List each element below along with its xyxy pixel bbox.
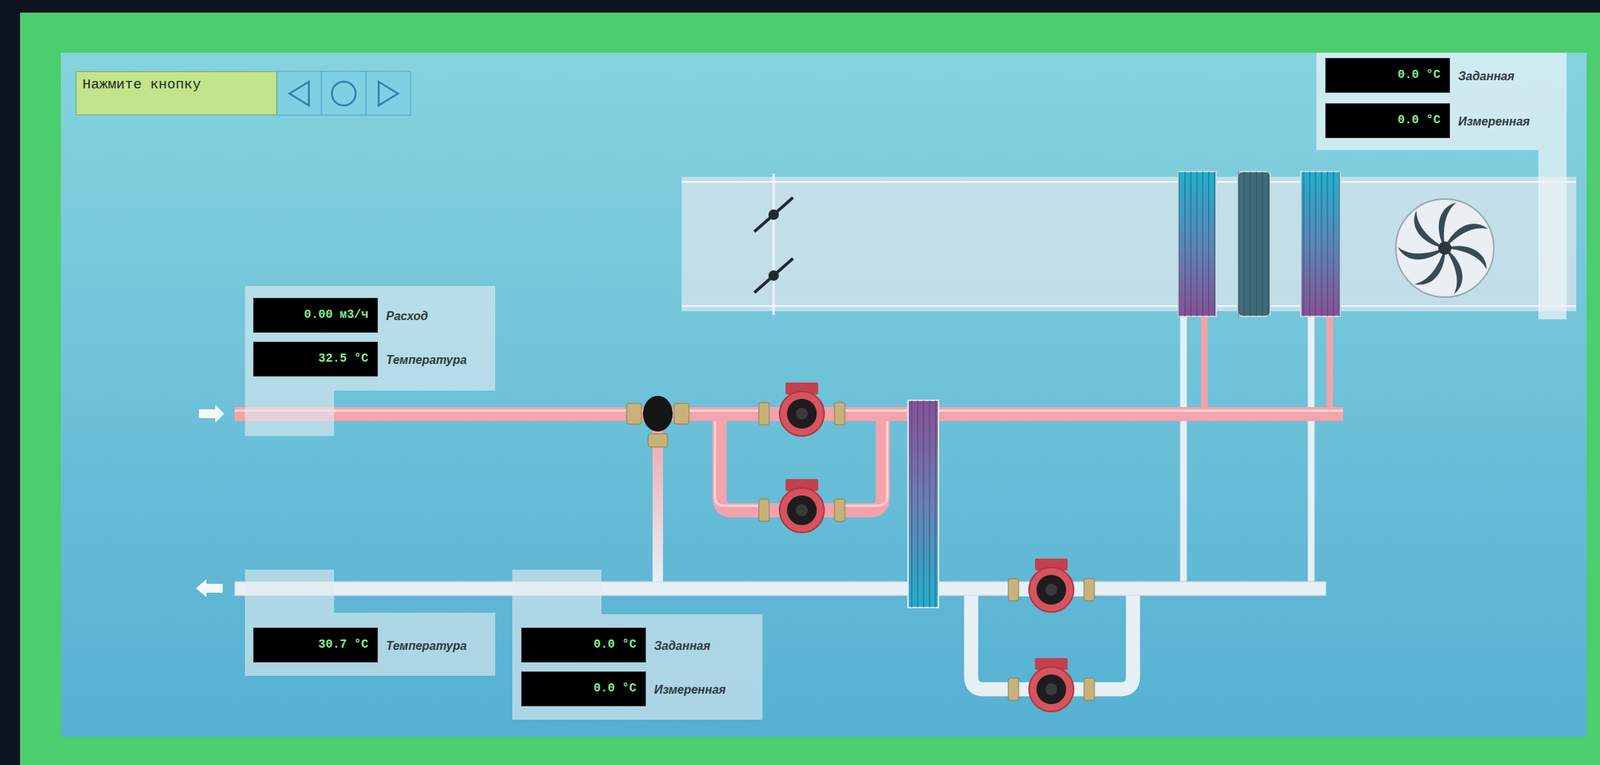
readout-value: 0.00 м3/ч [253,298,378,332]
supply-fan [1395,198,1494,297]
readout-value: 0.0 °C [1326,103,1450,138]
three-way-valve [626,403,642,424]
nav-buttons [276,71,411,116]
readout-panel [245,285,763,720]
readout-panel [512,569,602,615]
readout-value: 0.0 °C [521,671,646,706]
return-pipe [234,581,1327,596]
air-duct [681,52,1577,320]
circulation-pump [758,382,845,436]
readout-label: Измеренная [1458,103,1531,139]
readout-value: 32.5 °C [253,342,378,376]
plate-heat-exchanger [908,400,939,608]
three-way-valve [648,433,668,447]
three-way-valve [626,395,690,582]
air-duct [681,305,1577,307]
heating-coil [1300,171,1341,317]
readout-label: Температура [386,628,468,664]
air-damper [754,173,793,315]
status-message: Нажмите кнопку [76,72,277,98]
readout-panel [245,612,496,676]
supply-fan [1395,229,1445,270]
air-filter [1237,171,1271,317]
heating-coil [1300,171,1341,317]
air-damper [768,270,779,281]
readout-label: Заданная [1458,58,1515,94]
air-damper [768,209,779,220]
supply-fan [1444,223,1488,248]
supply-fan [1425,198,1472,248]
supply-fan [1395,198,1494,297]
heating-coil [1178,171,1217,317]
nav-buttons [378,81,398,106]
air-filter [1237,171,1271,317]
coil-pipes [1326,316,1334,414]
readout-value: 0.0 °C [521,628,646,662]
readout-label: Расход [386,298,428,334]
value-display: 0.0 °CЗаданная [1325,57,1451,93]
readout-label: Измеренная [654,671,727,707]
message-box: Нажмите кнопку [75,71,277,116]
circulation-pump [1008,558,1095,612]
readout-panel [245,285,496,391]
air-duct [681,181,1577,183]
readout-panel [512,614,763,720]
return-pipe [196,579,223,597]
air-damper [754,258,793,293]
nav-buttons [331,81,356,106]
heating-coil [1178,171,1217,317]
readout-label: Заданная [654,628,711,664]
readout-label: Температура [386,342,468,378]
circulation-pump [1008,657,1095,712]
nav-buttons [289,81,309,106]
value-display: 32.5 °CТемпература [253,341,378,377]
value-display: 0.0 °CЗаданная [521,627,646,663]
supply-fan [1438,241,1452,255]
air-filter [1237,171,1271,317]
readout-value: 0.0 °C [1326,58,1450,93]
value-display: 0.0 °CИзмеренная [1325,103,1451,139]
nav-buttons [276,71,322,116]
value-display: 30.7 °CТемпература [253,627,378,663]
nav-buttons [321,71,367,116]
air-duct [681,176,1577,312]
plate-heat-exchanger [908,400,939,608]
circulation-pump [758,478,845,533]
circulation-pump [1008,558,1095,712]
three-way-valve [642,395,673,432]
value-display: 0.0 °CИзмеренная [521,671,646,707]
heating-coil [1300,171,1341,317]
screen-frame [20,12,1600,765]
supply-pipe [198,404,1344,511]
coil-pipes [1308,316,1315,589]
supply-pipe [198,404,225,423]
value-display: 0.00 м3/чРасход [253,297,378,333]
supply-fan [1435,247,1469,296]
air-duct [1316,52,1567,320]
coil-pipes [1180,316,1188,589]
heating-coil [1178,171,1217,317]
coil-pipes [1201,316,1208,414]
three-way-valve [674,403,690,424]
readout-value: 30.7 °C [253,628,378,662]
readout-panel [245,569,335,613]
nav-buttons [366,71,411,116]
coil-pipes [1183,316,1330,589]
readout-panel [245,390,335,436]
circulation-pump [758,382,845,533]
screen-frame [60,52,1587,737]
plate-heat-exchanger [908,400,939,608]
air-damper [772,173,776,315]
air-damper [754,197,793,232]
